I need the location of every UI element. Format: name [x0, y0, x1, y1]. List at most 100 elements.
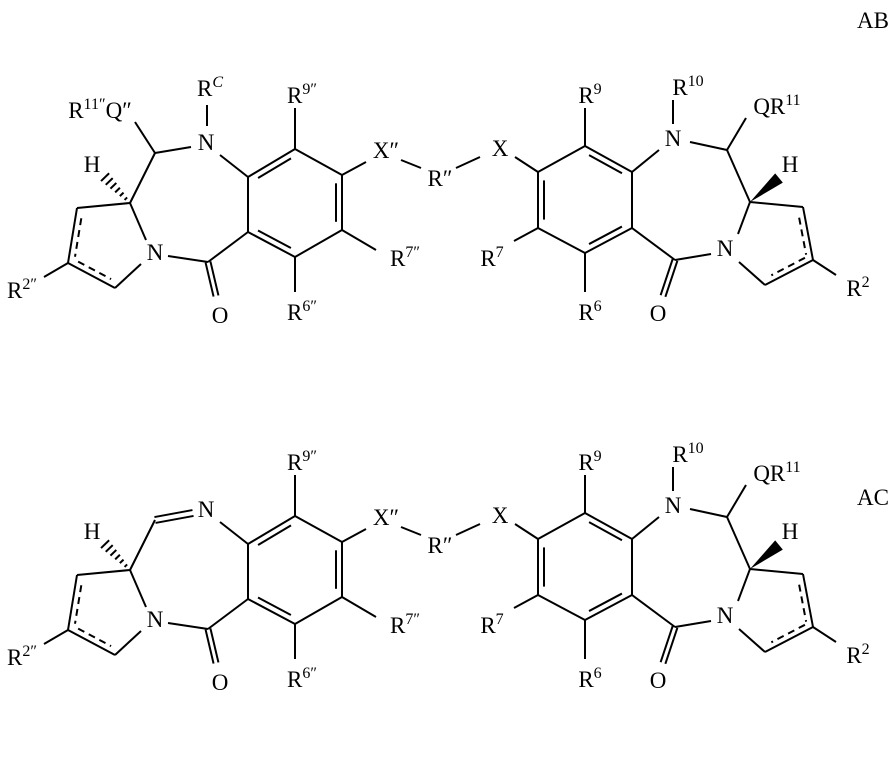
bond: [342, 597, 376, 617]
atom-n4: N: [147, 240, 164, 265]
bond: [585, 228, 632, 253]
bond: [295, 149, 342, 175]
atom-rc: RC: [197, 74, 223, 101]
bond: [220, 522, 248, 544]
atom-r2: R2″: [7, 643, 37, 670]
bond: [115, 264, 141, 288]
bond: [401, 160, 421, 168]
structure-label: AC: [857, 485, 889, 510]
atom-n4-right: N: [717, 236, 734, 261]
hashed-wedge-bond: [125, 564, 128, 566]
structure-ab: AB R11″Q″ RC N H N O R2″ R9″ R6″ R7″ X″ …: [7, 8, 889, 328]
bond: [813, 627, 836, 642]
hashed-wedge-bond: [125, 197, 128, 199]
atom-r9-right: R9: [578, 448, 601, 475]
bond: [248, 516, 295, 544]
bond: [248, 599, 295, 624]
bond: [168, 256, 208, 262]
bond: [813, 260, 836, 275]
bond: [675, 621, 711, 627]
bond: [632, 517, 659, 539]
bond: [585, 513, 632, 539]
double-bond: [661, 259, 673, 295]
double-bond: [154, 510, 192, 517]
hashed-wedge-bond: [101, 540, 109, 548]
bond: [750, 569, 803, 574]
bond: [130, 570, 146, 607]
atom-n4-right: N: [717, 603, 734, 628]
linker-r: R″: [428, 166, 453, 191]
hashed-wedge-bond: [106, 545, 113, 552]
bond: [727, 517, 750, 569]
bond: [208, 599, 248, 629]
hashed-wedge-bond: [120, 193, 124, 197]
bond: [803, 574, 813, 627]
hashed-wedge-bond: [120, 560, 124, 564]
atom-r2-right: R2: [846, 274, 869, 301]
structure-label: AB: [857, 8, 889, 33]
bond: [739, 262, 765, 285]
atom-h: H: [84, 152, 101, 177]
hashed-wedge-bond: [106, 178, 113, 185]
bond: [77, 570, 130, 575]
double-bond: [661, 626, 673, 662]
atom-r2: R2″: [7, 276, 37, 303]
bond: [456, 157, 480, 168]
atom-r7: R7″: [390, 611, 420, 638]
atom-r9: R9″: [287, 448, 317, 475]
atom-o-right: O: [650, 301, 667, 326]
atom-n10: N: [198, 497, 215, 522]
bond: [765, 627, 813, 652]
atom-qr11: QR11: [753, 459, 800, 486]
bond: [738, 569, 750, 601]
atom-r9: R9″: [287, 81, 317, 108]
bond: [632, 150, 659, 172]
bond: [690, 509, 727, 517]
atom-n10-right: N: [665, 493, 682, 518]
bond: [514, 228, 538, 241]
bond: [727, 118, 746, 150]
double-bond: [156, 516, 194, 523]
bond: [739, 629, 765, 652]
bond: [155, 147, 191, 153]
bond: [115, 631, 141, 655]
bond: [727, 150, 750, 202]
optional-double-bond: [75, 585, 81, 624]
atom-r7-right: R7: [480, 611, 503, 638]
atom-qr11: QR11: [753, 92, 800, 119]
atom-x-right: X: [492, 503, 509, 528]
atom-r10: R10: [672, 73, 703, 100]
hashed-wedge-bond: [115, 188, 120, 193]
bond: [342, 529, 366, 542]
bond: [538, 146, 585, 172]
atom-o-right: O: [650, 668, 667, 693]
bond: [515, 524, 538, 539]
bond: [220, 155, 248, 177]
bond: [585, 595, 632, 620]
bond: [738, 202, 750, 234]
bond: [765, 260, 813, 285]
bond: [168, 623, 208, 629]
double-bond: [665, 628, 677, 664]
atom-h: H: [84, 519, 101, 544]
bond: [401, 527, 421, 535]
bond: [803, 207, 813, 260]
atom-r2-right: R2: [846, 641, 869, 668]
bond: [130, 203, 146, 240]
bond: [208, 232, 248, 262]
bond: [295, 597, 342, 624]
bond: [690, 142, 727, 150]
atom-o: O: [212, 670, 229, 695]
bond: [538, 513, 585, 539]
hashed-wedge-bond: [115, 555, 120, 560]
atom-n10-right: N: [665, 126, 682, 151]
structure-ac: AC N H N O R2″ R9″ R6″ R7″ X″ R″ X R9 R1…: [7, 440, 889, 695]
atom-x-right: X: [492, 136, 509, 161]
bond: [632, 595, 675, 627]
atom-o: O: [212, 303, 229, 328]
bond: [456, 524, 480, 535]
hashed-wedge-bond: [110, 550, 116, 556]
bond: [514, 595, 538, 608]
bond: [342, 230, 376, 250]
bond: [68, 630, 115, 655]
